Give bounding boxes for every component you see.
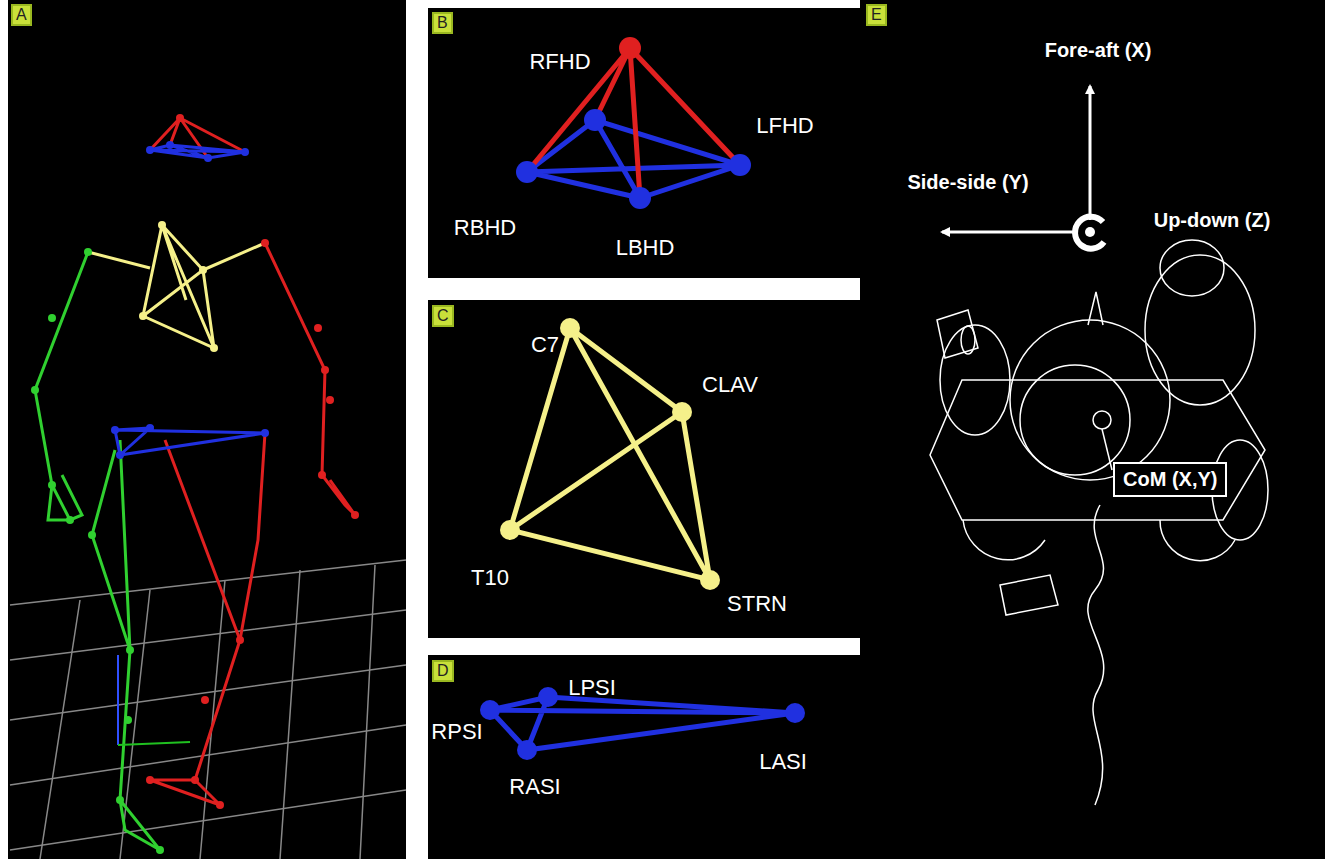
panel-letter: E bbox=[866, 4, 887, 26]
node-text: A bbox=[16, 6, 27, 24]
marker-label: CLAV bbox=[702, 373, 758, 397]
marker-label: T10 bbox=[471, 566, 509, 590]
panel-letter: A bbox=[11, 4, 32, 26]
marker-label: LASI bbox=[759, 750, 807, 774]
panel-letter: B bbox=[432, 12, 453, 34]
marker-label: LPSI bbox=[568, 676, 616, 700]
axis-label: Side-side (Y) bbox=[907, 171, 1028, 193]
node-text: C bbox=[437, 307, 449, 325]
node-text: B bbox=[437, 14, 448, 32]
axis-label: Up-down (Z) bbox=[1154, 209, 1271, 231]
com-box: CoM (X,Y) bbox=[1113, 462, 1227, 497]
panel-letter: C bbox=[432, 305, 454, 327]
marker-label: RPSI bbox=[431, 720, 482, 744]
marker-label: C7 bbox=[531, 333, 559, 357]
node-text: E bbox=[871, 6, 882, 24]
marker-label: RBHD bbox=[454, 216, 516, 240]
node-text: CoM (X,Y) bbox=[1123, 468, 1217, 491]
panel-letter: D bbox=[432, 660, 454, 682]
marker-label: LBHD bbox=[616, 236, 675, 260]
marker-label: RASI bbox=[509, 775, 560, 799]
axis-label: Fore-aft (X) bbox=[1045, 39, 1152, 61]
node-text: D bbox=[437, 662, 449, 680]
marker-label: RFHD bbox=[529, 50, 590, 74]
marker-label: STRN bbox=[727, 592, 787, 616]
marker-label: LFHD bbox=[756, 114, 813, 138]
